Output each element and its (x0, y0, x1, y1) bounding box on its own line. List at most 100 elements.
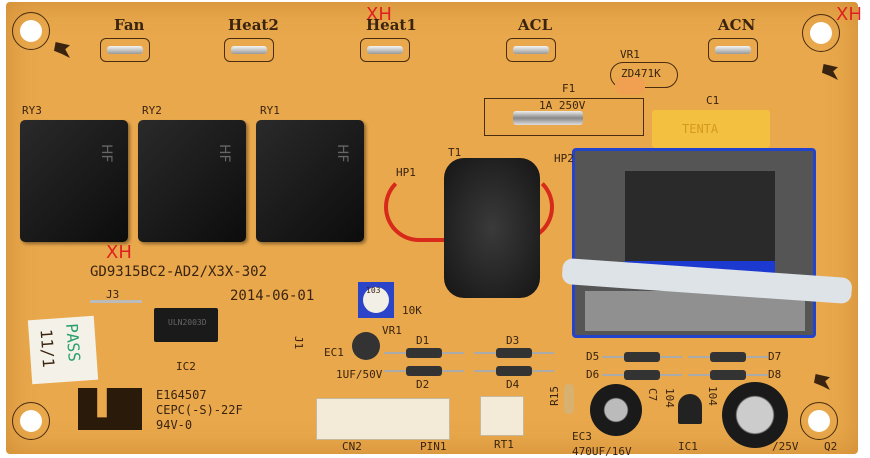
label-heat1: Heat1 (366, 16, 417, 34)
label-ic2: IC2 (176, 360, 196, 373)
ic1-regulator (678, 394, 702, 424)
label-d1: D1 (416, 334, 430, 347)
c7-value: 104 (663, 388, 676, 408)
screw-icon (822, 64, 838, 80)
label-t1: T1 (448, 146, 462, 159)
diode-d5 (602, 352, 682, 362)
ic2-marking: ULN2003D (168, 318, 207, 327)
diode-d6 (602, 370, 682, 380)
ul-file: E164507 (156, 388, 207, 402)
relay-brand: HF (98, 144, 114, 163)
board-date: 2014-06-01 (230, 288, 315, 304)
fuse-rating: 1A 250V (539, 99, 586, 112)
capacitor-c1: TENTA (652, 110, 770, 148)
ul-material: CEPC(-S)-22F (156, 403, 243, 417)
label-heat2: Heat2 (228, 16, 279, 34)
fuse: 1A 250V (484, 98, 644, 136)
label-q2: Q2 (824, 440, 838, 453)
label-r15: R15 (548, 386, 561, 406)
relay-ry2: HF (138, 120, 246, 242)
board-model: GD9315BC2-AD2/X3X-302 (90, 264, 268, 280)
label-d2: D2 (416, 378, 430, 391)
label-d4: D4 (506, 378, 520, 391)
tab-acl (506, 38, 556, 62)
capacitor-brand: TENTA (682, 122, 719, 136)
capacitor-ec1 (352, 332, 380, 360)
resistor-r15 (564, 384, 574, 414)
label-d3: D3 (506, 334, 520, 347)
relay-brand: HF (216, 144, 232, 163)
trimpot-code: 103 (366, 286, 381, 295)
red-mark: XH (836, 4, 862, 25)
ec1-value: 1UF/50V (336, 368, 383, 381)
power-transformer (572, 148, 816, 338)
pass-text: PASS (62, 322, 84, 363)
label-ry2: RY2 (142, 104, 162, 117)
label-ry1: RY1 (260, 104, 280, 117)
current-transformer-t1 (444, 158, 540, 298)
mount-hole-top-right (802, 14, 840, 52)
ic1-cap-value: 104 (706, 386, 719, 406)
jumper-j3 (90, 300, 142, 303)
label-ec3: EC3 (572, 430, 592, 443)
label-ic1: IC1 (678, 440, 698, 453)
mount-hole-bottom-left (12, 402, 50, 440)
pcb-board: XH XH XH Fan Heat2 Heat1 ACL ACN RY3 RY2… (6, 2, 862, 458)
varistor: ZD471K (610, 62, 678, 95)
ul-rating: 94V-0 (156, 418, 193, 432)
screw-icon (814, 374, 830, 390)
red-mark: XH (106, 242, 132, 263)
diode-d2 (384, 366, 464, 376)
label-f1: F1 (562, 82, 576, 95)
label-ec1: EC1 (324, 346, 344, 359)
relay-ry3: HF (20, 120, 128, 242)
diode-d4 (474, 366, 554, 376)
screw-icon (54, 42, 70, 58)
mount-hole-bottom-right (800, 402, 838, 440)
label-d8: D8 (768, 368, 782, 381)
handwriting: 11/1 (36, 328, 59, 369)
label-vr1: VR1 (620, 48, 640, 61)
pass-sticker: PASS 11/1 (27, 315, 99, 385)
label-hp2: HP2 (554, 152, 574, 165)
tab-fan (100, 38, 150, 62)
tab-heat1 (360, 38, 410, 62)
label-acl: ACL (518, 16, 553, 34)
label-cn2: CN2 (342, 440, 362, 453)
connector-cn2 (316, 398, 450, 440)
label-d5: D5 (586, 350, 600, 363)
diode-d1 (384, 348, 464, 358)
label-j1: J1 (292, 336, 305, 350)
label-hp1: HP1 (396, 166, 416, 179)
label-acn: ACN (718, 16, 756, 34)
ec3-value: 470UF/16V (572, 445, 632, 458)
label-ry3: RY3 (22, 104, 42, 117)
mount-hole-top-left (12, 12, 50, 50)
tab-heat2 (224, 38, 274, 62)
ic2-chip: ULN2003D (154, 308, 218, 342)
ec4-value: /25V (772, 440, 799, 453)
relay-ry1: HF (256, 120, 364, 242)
label-j3: J3 (106, 288, 120, 301)
capacitor-ec3 (590, 384, 642, 436)
ul-logo (78, 388, 142, 430)
label-c7: C7 (646, 388, 659, 402)
label-d6: D6 (586, 368, 600, 381)
diode-d7 (688, 352, 768, 362)
trimpot-value: 10K (402, 304, 422, 317)
label-pin1: PIN1 (420, 440, 447, 453)
tab-acn (708, 38, 758, 62)
trimpot-vr1: 103 (358, 282, 394, 318)
label-rt1: RT1 (494, 438, 514, 451)
varistor-value: ZD471K (621, 67, 661, 80)
capacitor-ec4 (722, 382, 788, 448)
label-vr1-trimpot: VR1 (382, 324, 402, 337)
red-mark: XH (366, 4, 392, 25)
diode-d3 (474, 348, 554, 358)
label-d7: D7 (768, 350, 782, 363)
connector-rt1 (480, 396, 524, 436)
label-c1: C1 (706, 94, 720, 107)
relay-brand: HF (334, 144, 350, 163)
label-fan: Fan (114, 16, 145, 34)
diode-d8 (688, 370, 768, 380)
